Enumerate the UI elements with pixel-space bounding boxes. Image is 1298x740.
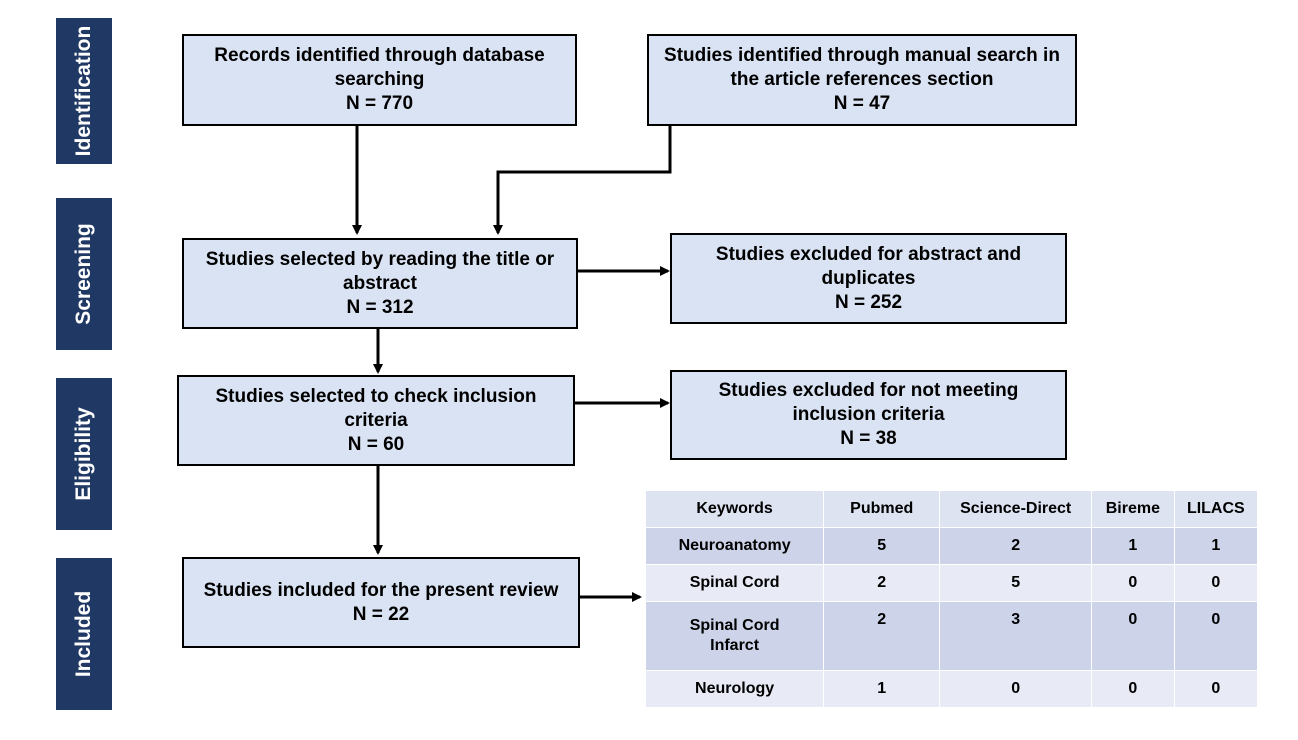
table-row: Neuroanatomy 5 2 1 1: [644, 527, 1259, 565]
cell-bireme: 0: [1091, 564, 1175, 602]
cell-lilacs: 0: [1173, 564, 1259, 602]
cell-pubmed: 2: [823, 601, 941, 671]
box-text: Studies identified through manual search…: [664, 45, 1060, 90]
cell-bireme: 0: [1091, 670, 1175, 708]
cell-pubmed: 2: [823, 564, 941, 602]
col-header-lilacs: LILACS: [1173, 490, 1259, 528]
table-row: Spinal Cord Infarct 2 3 0 0: [644, 601, 1259, 671]
box-text: Studies included for the present review: [203, 579, 559, 601]
cell-keyword: Neuroanatomy: [644, 527, 825, 565]
stage-screening: Screening: [56, 198, 112, 350]
table-row: Spinal Cord 2 5 0 0: [644, 564, 1259, 602]
cell-science-direct: 3: [939, 601, 1093, 671]
cell-bireme: 1: [1091, 527, 1175, 565]
cell-lilacs: 0: [1173, 601, 1259, 671]
cell-keyword: Neurology: [644, 670, 825, 708]
box-excluded-criteria: Studies excluded for not meeting inclusi…: [670, 370, 1067, 460]
cell-science-direct: 5: [939, 564, 1093, 602]
cell-bireme: 0: [1091, 601, 1175, 671]
col-header-bireme: Bireme: [1091, 490, 1175, 528]
cell-keyword: Spinal Cord: [644, 564, 825, 602]
box-manual-search: Studies identified through manual search…: [647, 34, 1077, 126]
box-records-identified: Records identified through database sear…: [182, 34, 577, 126]
box-text: Studies excluded for abstract and duplic…: [715, 243, 1022, 289]
cell-science-direct: 0: [939, 670, 1093, 708]
box-text: Studies excluded for not meeting inclusi…: [718, 380, 1019, 425]
arrow-manual-to-screening: [493, 126, 672, 235]
box-text: Studies selected to check inclusion crit…: [215, 385, 537, 431]
box-text: Studies selected by reading the title or…: [205, 248, 555, 294]
box-selected-title-abstract: Studies selected by reading the title or…: [182, 238, 578, 329]
box-count: N = 47: [833, 93, 891, 114]
box-count: N = 22: [352, 603, 410, 625]
keywords-table: Keywords Pubmed Science-Direct Bireme LI…: [644, 490, 1259, 708]
stage-eligibility: Eligibility: [56, 378, 112, 530]
col-header-keywords: Keywords: [644, 490, 825, 528]
box-excluded-abstract: Studies excluded for abstract and duplic…: [670, 233, 1067, 324]
cell-pubmed: 5: [823, 527, 941, 565]
col-header-science-direct: Science-Direct: [939, 490, 1093, 528]
box-selected-inclusion: Studies selected to check inclusion crit…: [177, 375, 575, 466]
box-included-review: Studies included for the present review …: [182, 557, 580, 648]
box-count: N = 770: [345, 93, 414, 114]
col-header-pubmed: Pubmed: [823, 490, 941, 528]
table-header-row: Keywords Pubmed Science-Direct Bireme LI…: [644, 490, 1259, 528]
table-row: Neurology 1 0 0 0: [644, 670, 1259, 708]
cell-keyword: Spinal Cord Infarct: [644, 601, 825, 671]
box-count: N = 38: [840, 428, 897, 449]
box-count: N = 252: [834, 291, 903, 313]
box-text: Records identified through database sear…: [214, 45, 545, 90]
cell-science-direct: 2: [939, 527, 1093, 565]
stage-included: Included: [56, 558, 112, 710]
stage-identification: Identification: [56, 18, 112, 164]
cell-lilacs: 1: [1173, 527, 1259, 565]
box-count: N = 60: [347, 433, 405, 455]
box-count: N = 312: [346, 296, 414, 318]
cell-pubmed: 1: [823, 670, 941, 708]
cell-lilacs: 0: [1173, 670, 1259, 708]
